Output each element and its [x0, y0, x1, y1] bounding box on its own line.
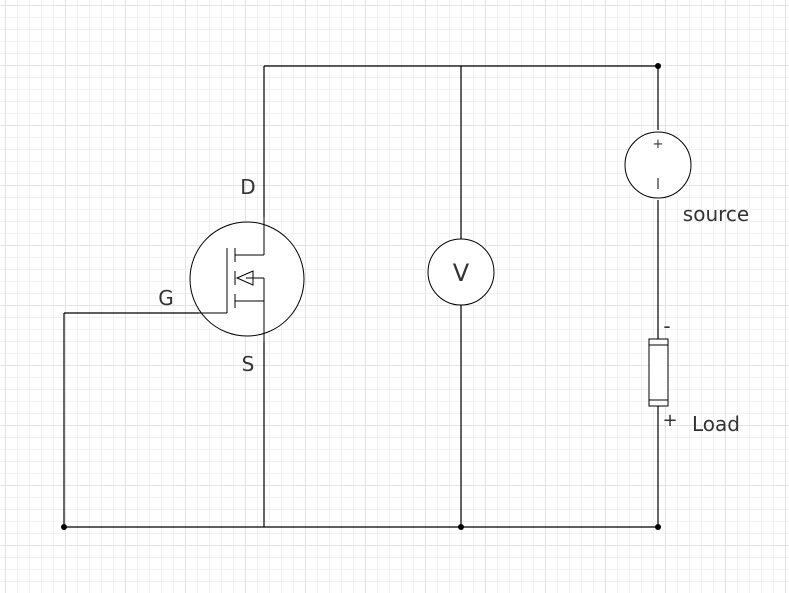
mosfet-drain-label: D: [240, 175, 255, 199]
load-body: [648, 338, 669, 407]
voltmeter-symbol[interactable]: V: [427, 238, 495, 306]
voltage-source-label: source: [683, 202, 749, 226]
mosfet-arrow-icon: [235, 270, 254, 286]
load-plus-sign: +: [662, 410, 677, 431]
load-label: Load: [692, 412, 740, 436]
voltage-source-plus: +: [653, 137, 664, 152]
mosfet-body: [189, 221, 305, 337]
junction-nodes: [61, 63, 661, 530]
voltage-source-body: [624, 131, 692, 199]
wires: [63, 65, 659, 528]
mosfet-symbol[interactable]: D G S: [158, 175, 305, 376]
junction-node: [655, 524, 661, 530]
junction-node: [458, 524, 464, 530]
mosfet-source-label: S: [242, 352, 255, 376]
mosfet-gate-label: G: [158, 286, 174, 310]
load-minus-sign: -: [663, 314, 670, 338]
junction-node: [655, 63, 661, 69]
junction-node: [61, 524, 67, 530]
voltmeter-label: V: [453, 259, 470, 287]
voltmeter-body: [427, 238, 495, 306]
load-symbol[interactable]: - + Load: [648, 314, 740, 436]
voltage-source-symbol[interactable]: + source: [624, 131, 749, 226]
